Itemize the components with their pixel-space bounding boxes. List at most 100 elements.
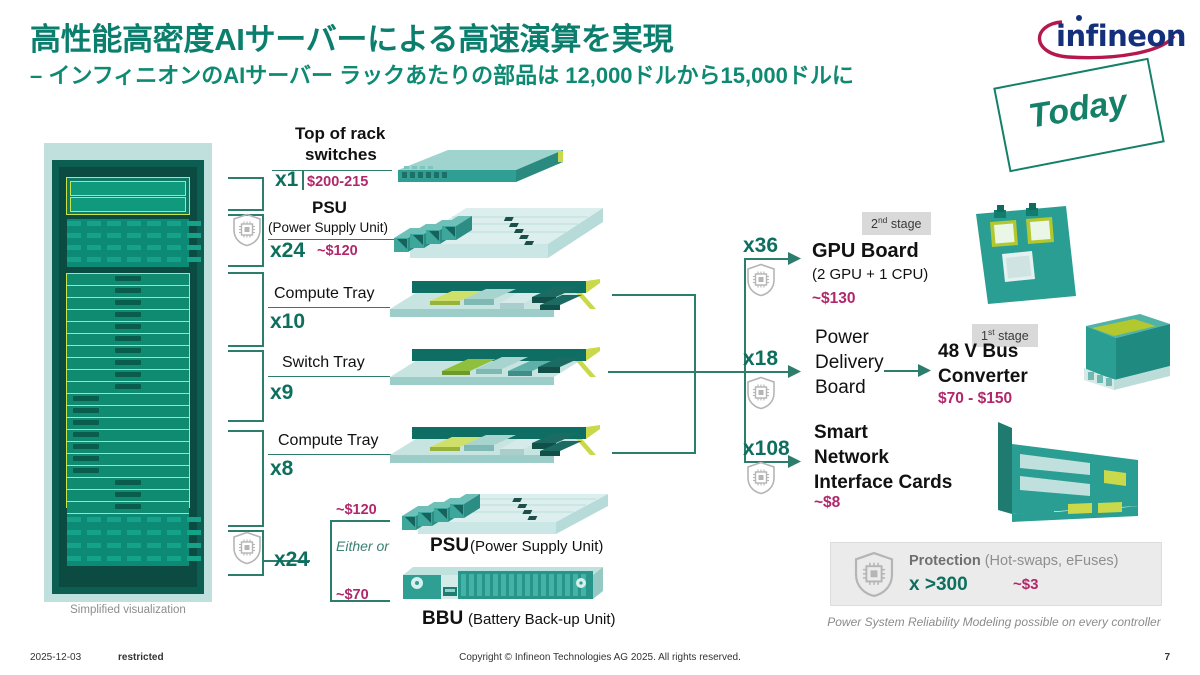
item-label-compute-tray-2: Compute Tray <box>278 432 379 449</box>
psu-graphic-upper <box>388 196 603 274</box>
item-qty-compute-tray-1: x10 <box>270 310 306 333</box>
item-sublabel-bbu: (Battery Back-up Unit) <box>468 611 616 628</box>
item-label-top-of-rack-line1: Top of rack <box>295 124 386 143</box>
item-price-gpu-board: ~$130 <box>812 290 856 307</box>
item-label-psu-2: PSU <box>430 535 470 556</box>
gpu-board-graphic <box>966 200 1086 305</box>
protection-shield-icon <box>232 213 262 247</box>
tray-merge-line-bottom <box>612 452 696 454</box>
arrowhead-snic-icon <box>788 455 802 474</box>
item-title-pdb-line2: Delivery <box>815 352 884 373</box>
item-qty-smart-nic: x108 <box>743 437 790 460</box>
item-sublabel-gpu-board: (2 GPU + 1 CPU) <box>812 266 929 283</box>
right-branch-gpu <box>744 258 792 260</box>
logo-swoosh-icon <box>1037 20 1176 60</box>
footer-date: 2025-12-03 <box>30 652 82 663</box>
tray-merge-line-mid <box>608 371 756 373</box>
item-title-pdb-line1: Power <box>815 327 869 348</box>
rack-slot-stack <box>66 273 190 549</box>
item-sublabel-psu-2: (Power Supply Unit) <box>470 538 604 555</box>
protection-box: Protection (Hot-swaps, eFuses) x >300 ~$… <box>830 542 1162 606</box>
stage-tag-1st-number: 1 <box>981 329 988 344</box>
item-title-snic-line1: Smart <box>814 422 868 443</box>
leader-line-ct1-bot <box>228 345 264 347</box>
today-badge: Today <box>993 57 1165 173</box>
item-qty-gpu-board: x36 <box>743 234 779 257</box>
item-underline-compute-tray-2 <box>268 454 394 456</box>
leader-line-ct2-bot <box>228 525 264 527</box>
stage-tag-2nd-number: 2 <box>871 217 878 232</box>
leader-line-psu-bot <box>228 265 264 267</box>
rack-slot-row <box>67 442 189 454</box>
stage-tag-2nd: 2nd stage <box>862 212 931 236</box>
either-or-bracket <box>330 520 332 602</box>
rack-slot-row <box>67 286 189 298</box>
protection-title: Protection <box>909 553 981 569</box>
item-underline-switch-tray <box>268 376 390 378</box>
top-of-rack-switch-graphic <box>388 142 563 197</box>
item-title-snic-line3: Interface Cards <box>814 472 953 493</box>
protection-shield-icon <box>232 531 262 565</box>
item-label-compute-tray-1: Compute Tray <box>274 285 375 302</box>
item-price-snic: ~$8 <box>814 494 841 511</box>
rack-slot-row <box>67 406 189 418</box>
stage-tag-1st: 1st stage <box>972 324 1038 348</box>
stage-tag-2nd-ordinal: nd <box>877 215 888 225</box>
rack-slot-row <box>67 394 189 406</box>
item-label-psu: PSU <box>312 198 347 217</box>
item-sublabel-psu: (Power Supply Unit) <box>268 220 389 235</box>
rack-inner <box>59 167 201 587</box>
item-price-bus-converter: $70 - $150 <box>938 390 1013 407</box>
footer-copyright: Copyright © Infineon Technologies AG 202… <box>459 652 741 663</box>
item-price-psu: ~$120 <box>317 243 358 259</box>
item-qty-switch-tray: x9 <box>270 381 294 404</box>
rack-slot-row <box>67 466 189 478</box>
rack-slot-row <box>67 430 189 442</box>
item-qty-psu: x24 <box>270 239 306 262</box>
leader-line-tor-b <box>228 209 264 211</box>
rack-slot-row <box>67 322 189 334</box>
infineon-logo: infineon <box>1022 12 1187 62</box>
protection-title-row: Protection (Hot-swaps, eFuses) <box>909 553 1119 569</box>
protection-shield-icon <box>746 263 776 297</box>
item-underline-psu <box>268 239 396 241</box>
leader-line-tor <box>228 177 264 179</box>
bracket-ct2 <box>262 430 264 526</box>
item-qty-top-of-rack: x1 <box>275 168 299 191</box>
item-price-top-of-rack: $200-215 <box>307 174 369 190</box>
arrowhead-pdb-icon <box>788 365 802 384</box>
rack-lower-vents <box>67 514 201 566</box>
page-subtitle: – インフィニオンのAIサーバー ラックあたりの部品は 12,000ドルから15… <box>30 63 854 88</box>
right-branch-pdb <box>744 371 792 373</box>
rack-upper-vents <box>67 219 201 267</box>
item-label-switch-tray: Switch Tray <box>282 354 365 371</box>
price-divider-tor <box>302 170 304 190</box>
item-title-bus-converter-line2: Converter <box>938 366 1028 387</box>
footer-classification: restricted <box>118 652 164 663</box>
tray-merge-line-top <box>612 294 696 296</box>
either-or-bracket-bottom <box>330 600 390 602</box>
rack-slot-row <box>67 370 189 382</box>
protection-title-suffix: (Hot-swaps, eFuses) <box>980 553 1119 569</box>
rack-slot-row <box>67 502 189 514</box>
item-title-bus-converter-line1: 48 V Bus <box>938 341 1019 362</box>
rack-slot-row <box>67 490 189 502</box>
compute-tray-graphic-2 <box>390 425 612 470</box>
psu-graphic-lower <box>398 486 608 544</box>
leader-line-psu2-bot <box>228 574 264 576</box>
logo-wordmark: infineon <box>1056 19 1187 53</box>
stage-tag-2nd-word: stage <box>890 217 922 232</box>
item-title-gpu-board: GPU Board <box>812 240 919 262</box>
item-underline-compute-tray-1 <box>268 307 390 309</box>
either-or-top-price: ~$120 <box>336 502 377 518</box>
bracket-psu <box>262 214 264 266</box>
protection-shield-icon <box>746 376 776 410</box>
bracket-ct1 <box>262 272 264 346</box>
rack-slot-row <box>67 454 189 466</box>
footer-page-number: 7 <box>1164 652 1170 663</box>
protection-shield-icon <box>746 461 776 495</box>
footer: 2025-12-03 restricted Copyright © Infine… <box>0 648 1200 670</box>
rack-slot-row <box>67 358 189 370</box>
protection-count: x >300 <box>909 574 968 595</box>
bracket-psu2 <box>262 530 264 575</box>
